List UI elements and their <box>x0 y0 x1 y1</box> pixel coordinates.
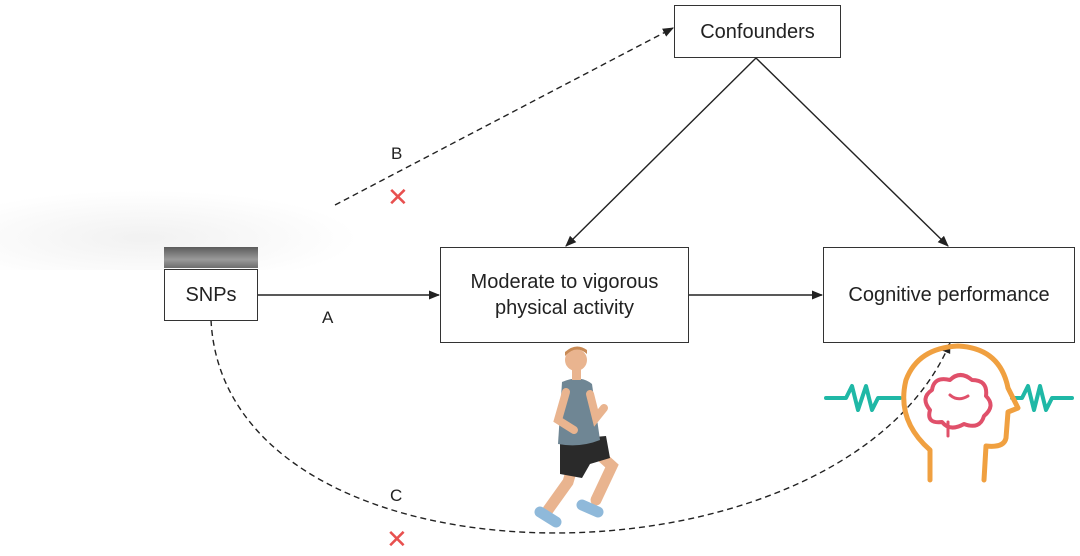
confounders-node: Confounders <box>674 5 841 58</box>
runner-icon <box>534 346 619 528</box>
confounders-to-cognitive-arrow <box>755 57 949 247</box>
head-brain-icon <box>824 343 1074 483</box>
cognitive-label: Cognitive performance <box>848 284 1050 306</box>
snps-header-bar <box>164 247 258 268</box>
mvpa-node: Moderate to vigorous physical activity <box>440 247 689 343</box>
confounders-label: Confounders <box>700 20 815 43</box>
mvpa-label-line2: physical activity <box>495 297 634 319</box>
confounders-to-mvpa-arrow <box>565 57 757 247</box>
path-c-label: C <box>390 486 403 505</box>
path-a-label: A <box>322 308 334 327</box>
path-c-cross-icon: ✕ <box>386 524 408 554</box>
snps-node: SNPs <box>164 269 258 321</box>
mvpa-label-line1: Moderate to vigorous <box>470 271 659 293</box>
path-b-label: B <box>391 144 403 163</box>
cognitive-node: Cognitive performance <box>823 247 1075 343</box>
path-c-curve <box>210 319 951 534</box>
path-b-line <box>334 27 674 206</box>
snps-label: SNPs <box>185 284 237 306</box>
path-b-cross-icon: ✕ <box>387 182 409 212</box>
